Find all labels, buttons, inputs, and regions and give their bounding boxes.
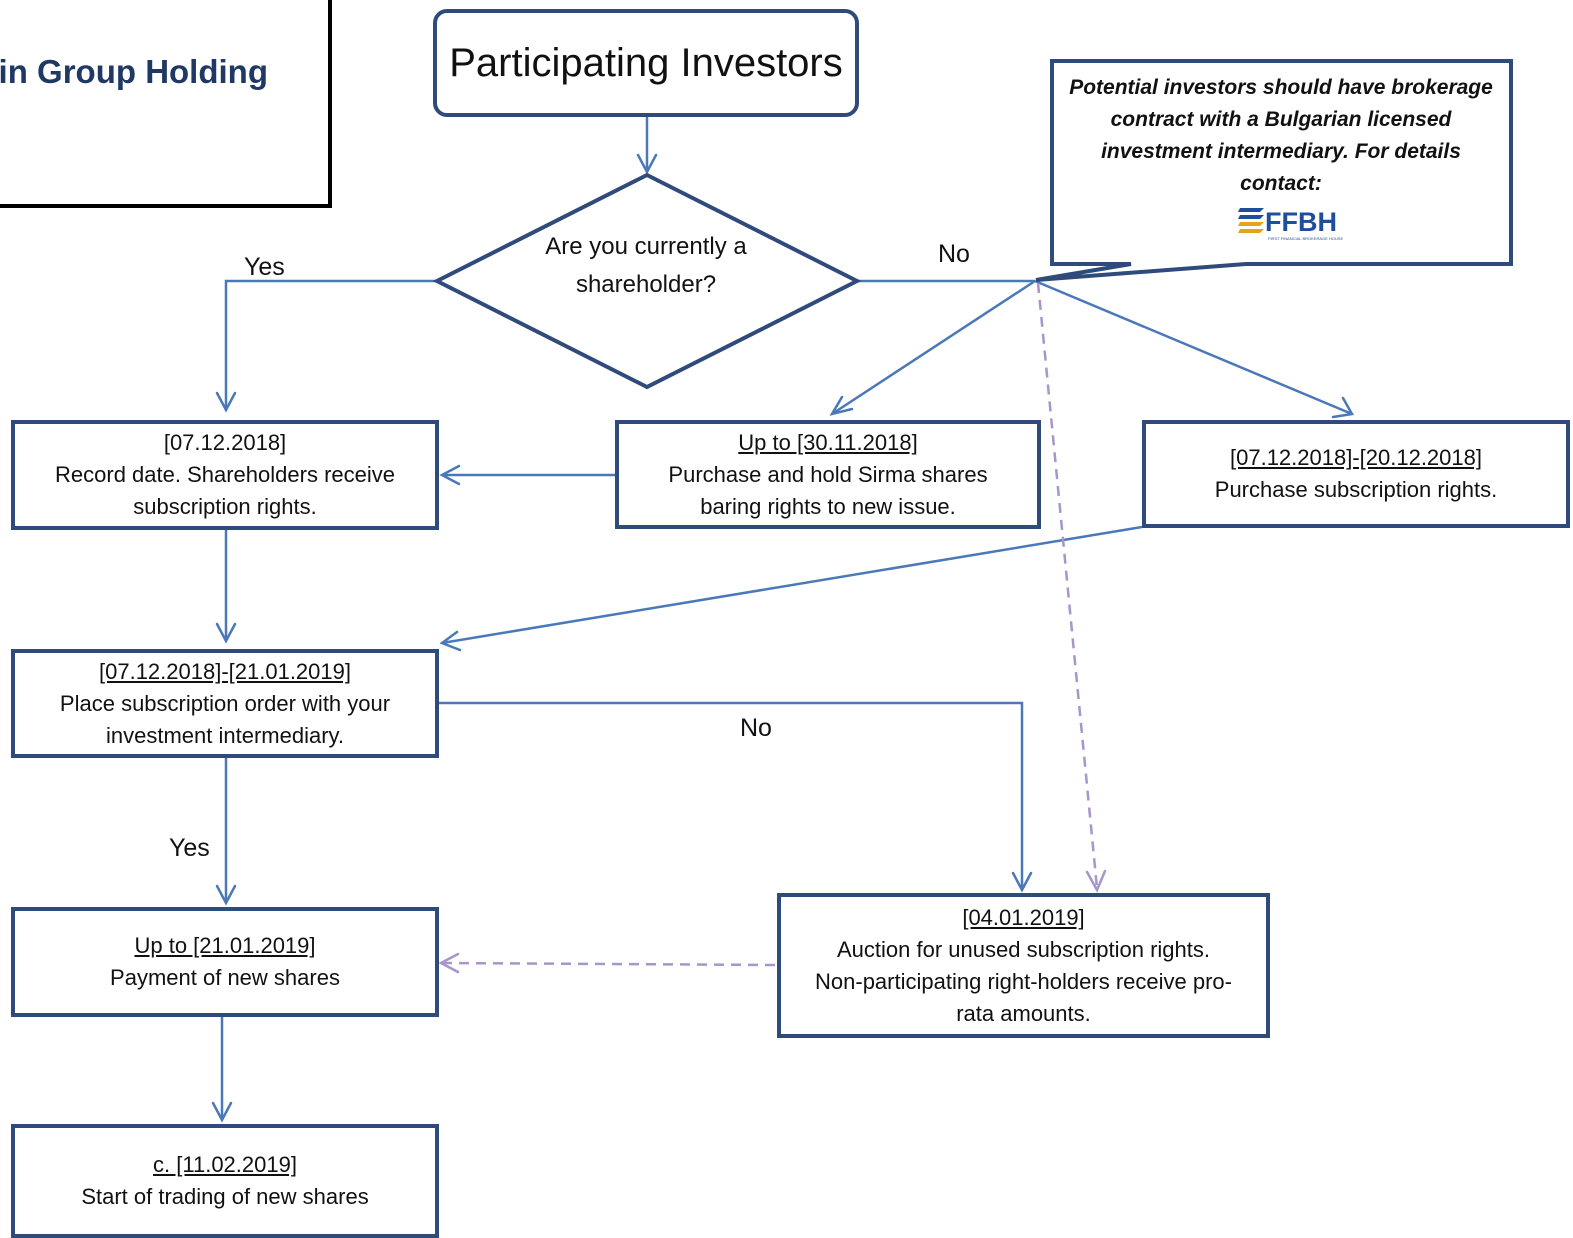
decision-label: Are you currently a shareholder? xyxy=(545,233,747,298)
box-place-order-text: Place subscription order with your inves… xyxy=(59,690,391,748)
box-record-date-text: Record date. Shareholders receive subscr… xyxy=(55,462,395,519)
dashed-arrowhead-auction xyxy=(1085,869,1107,893)
box-purchase-hold-text: Purchase and hold Sirma shares baring ri… xyxy=(668,461,988,519)
box-purchase-hold: Up to [30.11.2018] Purchase and hold Sir… xyxy=(615,420,1041,529)
dashed-connector-auction-to-payment xyxy=(441,961,776,967)
arrowhead-auction xyxy=(1011,871,1033,893)
arrowhead-record-left xyxy=(439,464,461,486)
arrowhead-payment xyxy=(215,884,237,906)
connector-no-to-purchase-rights xyxy=(1034,279,1353,416)
arrowhead-record xyxy=(215,391,237,413)
connector-decision-yes xyxy=(224,279,436,410)
box-place-order-date: [07.12.2018]-[21.01.2019] xyxy=(99,658,351,684)
box-payment: Up to [21.01.2019] Payment of new shares xyxy=(11,907,439,1017)
box-trading-text: Start of trading of new shares xyxy=(81,1184,369,1209)
callout-text: Potential investors should have brokerag… xyxy=(1069,76,1493,195)
box-purchase-rights: [07.12.2018]-[20.12.2018] Purchase subsc… xyxy=(1142,420,1570,528)
edge-label-no-mid: No xyxy=(740,714,772,742)
arrowhead-purchase-hold xyxy=(829,395,854,416)
arrowhead-purchase-rights xyxy=(1331,396,1354,419)
box-record-date: [07.12.2018] Record date. Shareholders r… xyxy=(11,420,439,530)
connector-rights-to-order xyxy=(441,525,1143,645)
start-node-label: Participating Investors xyxy=(449,41,843,85)
edge-label-yes-mid: Yes xyxy=(169,834,210,862)
arrowhead-decision xyxy=(636,153,658,175)
edge-label-no-top: No xyxy=(938,240,970,268)
box-trading-date: c. [11.02.2019] xyxy=(153,1152,297,1177)
page-title: to invest in Group Holding xyxy=(0,53,268,90)
box-auction: [04.01.2019] Auction for unused subscrip… xyxy=(777,893,1270,1038)
ffbh-logo: FFBH FIRST FINANCIAL BROKERAGE HOUSE xyxy=(1238,207,1343,241)
title-box: to invest in Group Holding xyxy=(0,0,332,208)
arrowhead-order-top xyxy=(215,622,237,644)
box-payment-text: Payment of new shares xyxy=(110,965,340,990)
box-record-date-date: [07.12.2018] xyxy=(163,430,287,455)
box-purchase-rights-date: [07.12.2018]-[20.12.2018] xyxy=(1230,445,1482,470)
arrowhead-trading xyxy=(211,1101,233,1123)
arrowhead-order-right xyxy=(439,630,462,652)
dashed-connector-to-auction xyxy=(1036,282,1099,889)
box-trading: c. [11.02.2019] Start of trading of new … xyxy=(11,1124,439,1238)
connector-no-to-purchase-hold xyxy=(831,279,1036,416)
ffbh-logo-text: FFBH xyxy=(1265,207,1337,237)
edge-label-yes-top: Yes xyxy=(244,253,285,281)
ffbh-logo-subtext: FIRST FINANCIAL BROKERAGE HOUSE xyxy=(1268,236,1343,241)
box-purchase-rights-text: Purchase subscription rights. xyxy=(1214,477,1498,502)
stacked-stripes-icon xyxy=(1238,208,1264,233)
box-auction-date: [04.01.2019] xyxy=(962,904,1085,930)
box-auction-text: Auction for unused subscription rights. … xyxy=(815,936,1232,1026)
box-purchase-hold-date: Up to [30.11.2018] xyxy=(738,429,918,455)
box-place-order: [07.12.2018]-[21.01.2019] Place subscrip… xyxy=(11,649,439,758)
connector-order-no-to-auction xyxy=(438,701,1024,890)
dashed-arrowhead-payment xyxy=(438,952,460,974)
start-node-participating-investors: Participating Investors xyxy=(433,9,859,117)
box-payment-date: Up to [21.01.2019] xyxy=(134,933,316,958)
